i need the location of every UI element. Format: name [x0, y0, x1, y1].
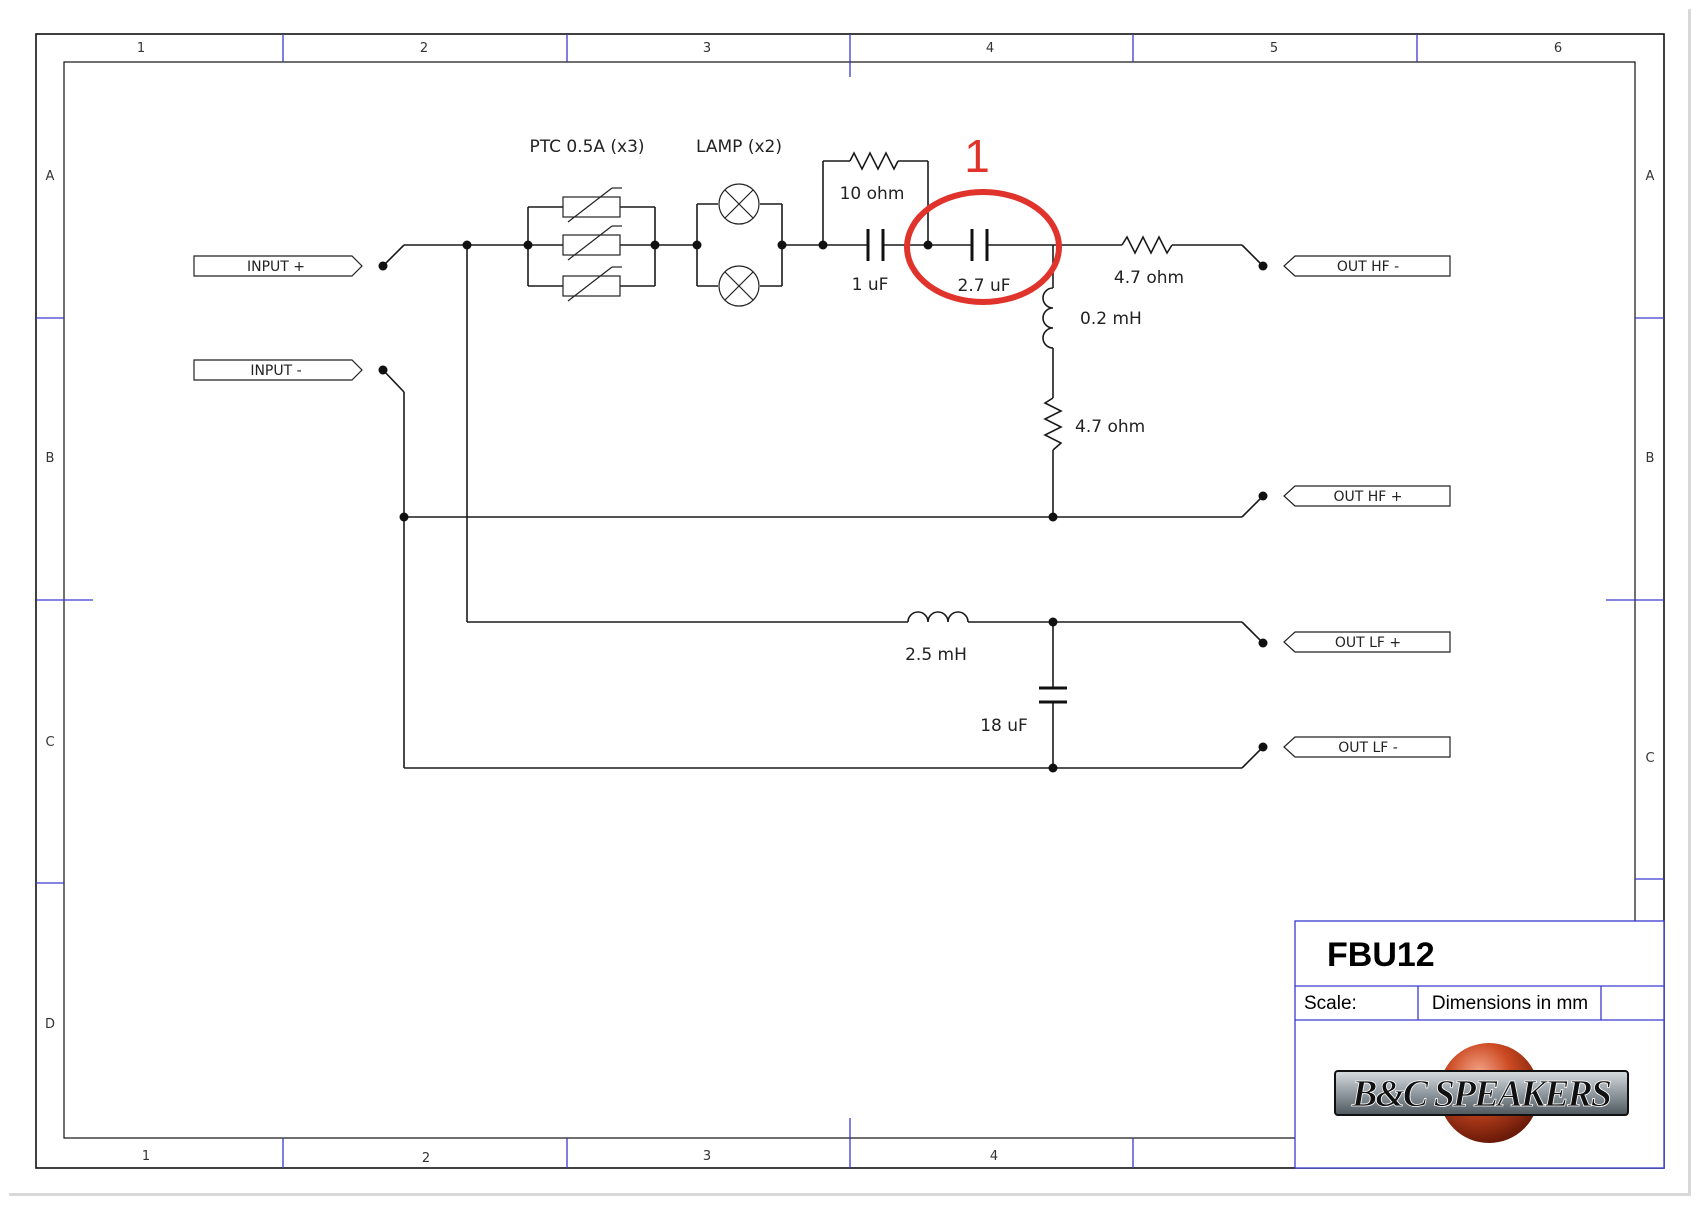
- col-label: 4: [986, 41, 994, 56]
- col-label: 1: [142, 1149, 150, 1164]
- resistor-4-7-ohm-series: [1121, 235, 1173, 255]
- resistor-4-7-ohm-series-label: 4.7 ohm: [1114, 268, 1184, 288]
- logo-text: B&C SPEAKERS: [1351, 1073, 1611, 1115]
- row-label: A: [1646, 169, 1655, 184]
- inductor-0-2mh-label: 0.2 mH: [1080, 309, 1142, 329]
- col-label: 3: [703, 1149, 711, 1164]
- model-name: FBU12: [1327, 936, 1435, 974]
- capacitor-18uf-label: 18 uF: [980, 716, 1028, 736]
- terminal-label: OUT LF +: [1335, 635, 1401, 651]
- capacitor-2-7uf: [970, 229, 989, 261]
- column-labels-top: 1 2 3 4 5 6: [137, 41, 1562, 56]
- terminal-input-minus: INPUT -: [193, 359, 363, 381]
- ptc-thermistor-bank: [562, 187, 622, 302]
- col-label: 5: [1270, 41, 1278, 56]
- inductor-0-2mh: [1042, 287, 1054, 349]
- resistor-10-ohm: [849, 151, 899, 171]
- col-label: 3: [703, 41, 711, 56]
- row-label: B: [1646, 451, 1655, 466]
- terminal-label: OUT HF +: [1333, 489, 1402, 505]
- annotation-number: 1: [964, 130, 990, 182]
- terminal-out-hf-minus: OUT HF -: [1283, 255, 1451, 277]
- col-label: 4: [990, 1149, 998, 1164]
- lamp-label: LAMP (x2): [696, 137, 782, 157]
- col-label: 2: [422, 1151, 430, 1166]
- brand-logo: B&C SPEAKERS: [1334, 1043, 1629, 1143]
- col-label: 6: [1554, 41, 1562, 56]
- terminal-label: OUT HF -: [1337, 259, 1399, 275]
- inductor-2-5mh-label: 2.5 mH: [905, 645, 967, 665]
- col-label: 2: [420, 41, 428, 56]
- junction-dots: [378, 240, 1268, 773]
- row-labels-left: A B C D: [45, 169, 55, 1032]
- capacitor-18uf: [1039, 686, 1067, 704]
- lamp-bank: [718, 183, 760, 307]
- resistor-4-7-ohm-shunt: [1043, 397, 1063, 451]
- terminal-label: INPUT -: [250, 363, 301, 379]
- row-label: C: [1645, 751, 1654, 766]
- resistor-4-7-ohm-shunt-label: 4.7 ohm: [1075, 417, 1145, 437]
- row-labels-right: A B C: [1645, 169, 1654, 766]
- resistor-10-ohm-label: 10 ohm: [840, 184, 905, 204]
- row-label: C: [45, 735, 54, 750]
- capacitor-2-7uf-label: 2.7 uF: [958, 276, 1011, 296]
- ptc-label: PTC 0.5A (x3): [529, 137, 644, 157]
- capacitor-1uf: [866, 229, 885, 261]
- column-labels-bottom: 1 2 3 4: [142, 1149, 998, 1166]
- terminal-input-plus: INPUT +: [193, 255, 363, 277]
- annotation-highlight-circle: [904, 189, 1062, 305]
- terminal-out-lf-minus: OUT LF -: [1283, 736, 1451, 758]
- row-label: D: [45, 1017, 55, 1032]
- terminal-label: INPUT +: [247, 259, 305, 275]
- dimensions-note: Dimensions in mm: [1432, 993, 1588, 1014]
- drawing-frame: [35, 33, 1665, 1169]
- col-label: 1: [137, 41, 145, 56]
- terminal-out-hf-plus: OUT HF +: [1283, 485, 1451, 507]
- row-label: B: [46, 451, 55, 466]
- inductor-2-5mh: [907, 611, 969, 623]
- capacitor-1uf-label: 1 uF: [852, 275, 889, 295]
- scale-label: Scale:: [1304, 993, 1357, 1014]
- terminal-out-lf-plus: OUT LF +: [1283, 631, 1451, 653]
- terminal-label: OUT LF -: [1338, 740, 1398, 756]
- row-label: A: [46, 169, 55, 184]
